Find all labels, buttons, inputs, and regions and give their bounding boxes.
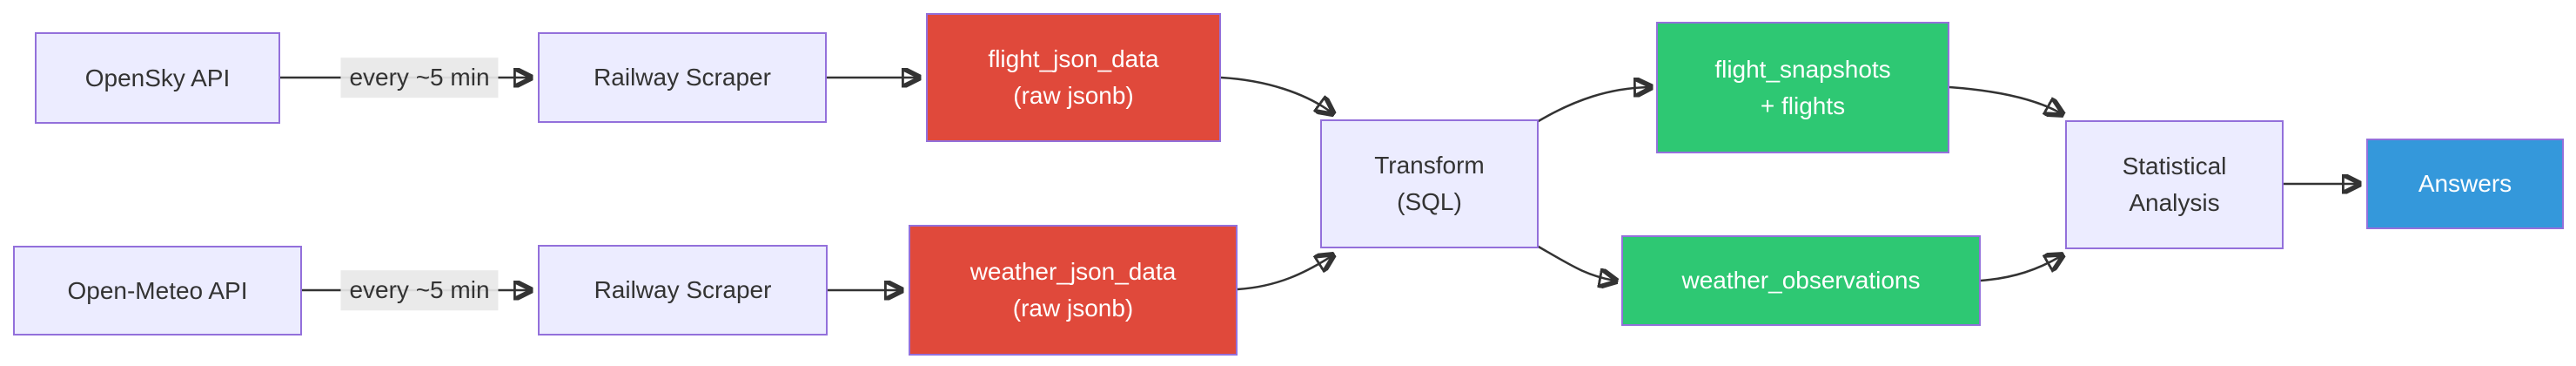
node-label: OpenSky API	[84, 64, 231, 92]
node-label-line1: flight_snapshots	[1714, 55, 1891, 83]
edge-transform-to-flight-tables	[1536, 87, 1649, 124]
node-weather-observations: weather_observations	[1621, 235, 1981, 326]
node-flight-snapshots: flight_snapshots + flights	[1656, 22, 1949, 153]
node-railway-scraper-flight: Railway Scraper	[538, 32, 827, 123]
node-answers: Answers	[2366, 139, 2564, 229]
node-statistical-analysis: Statistical Analysis	[2065, 120, 2284, 249]
edge-transform-to-weather-obs	[1536, 244, 1614, 281]
node-label-line1: Statistical	[2122, 152, 2227, 180]
node-label: Railway Scraper	[594, 276, 772, 303]
node-label: Answers	[2418, 170, 2512, 197]
edge-label-weather-interval: every ~5 min	[340, 270, 499, 310]
node-label-line2: (raw jsonb)	[1012, 295, 1134, 322]
node-railway-scraper-weather: Railway Scraper	[538, 245, 828, 336]
edge-label-flight-interval: every ~5 min	[340, 58, 499, 98]
node-label-line1: weather_json_data	[969, 258, 1177, 285]
node-weather-json-data: weather_json_data (raw jsonb)	[909, 225, 1238, 356]
node-flight-json-data: flight_json_data (raw jsonb)	[926, 13, 1221, 142]
node-transform-sql: Transform (SQL)	[1320, 119, 1539, 248]
node-label-line1: Transform	[1374, 152, 1485, 179]
edge-weather-obs-to-stats	[1980, 256, 2061, 282]
edge-label-text: every ~5 min	[349, 64, 490, 92]
node-label: Railway Scraper	[594, 64, 771, 91]
edge-flight-json-to-transform	[1220, 76, 1332, 112]
node-opensky-api: OpenSky API	[35, 32, 280, 124]
node-label-line2: Analysis	[2129, 189, 2220, 216]
node-label-line2: (raw jsonb)	[1013, 82, 1134, 109]
edge-weather-json-to-transform	[1237, 256, 1332, 291]
edge-flight-tables-to-stats	[1949, 85, 2061, 113]
node-label: weather_observations	[1681, 267, 1921, 294]
node-label-line1: flight_json_data	[988, 45, 1159, 72]
node-label-line2: (SQL)	[1397, 188, 1462, 215]
edge-label-text: every ~5 min	[349, 276, 490, 304]
node-open-meteo-api: Open-Meteo API	[13, 246, 302, 336]
node-label-line2: + flights	[1760, 92, 1846, 119]
node-label: Open-Meteo API	[67, 276, 248, 304]
